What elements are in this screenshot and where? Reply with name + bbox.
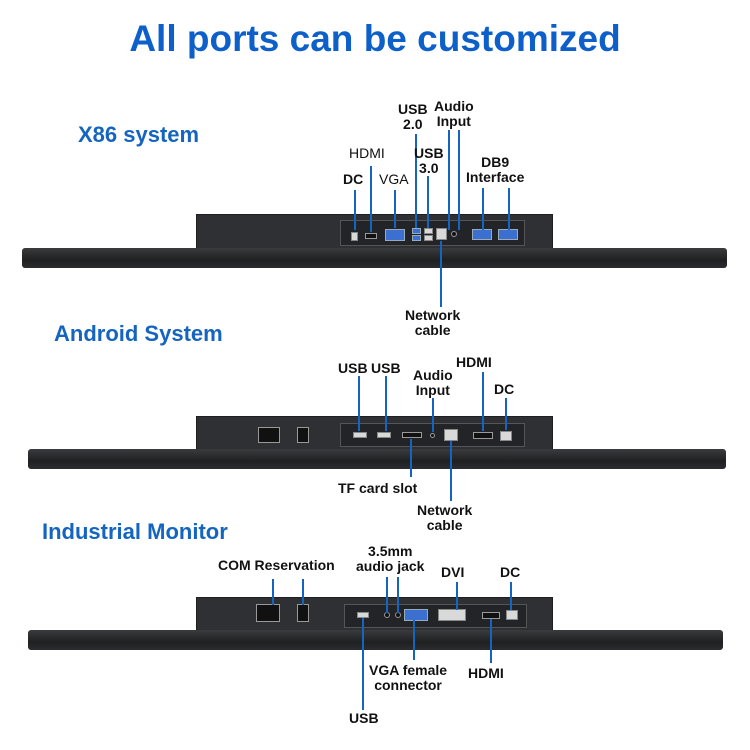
android-label-usb1: USB (338, 360, 368, 376)
x86-dc-leader (354, 190, 356, 230)
industrial-com-reservation-2 (297, 604, 309, 622)
x86-db9-leader-2 (508, 188, 510, 230)
x86-label-dc: DC (343, 171, 364, 187)
android-usb-port-2 (377, 432, 391, 438)
x86-audio-port (451, 231, 457, 237)
x86-label-usb20: USB 2.0 (398, 101, 428, 132)
x86-db9-leader-1 (482, 188, 484, 230)
x86-db9-port-1 (472, 229, 492, 240)
industrial-dvi-leader (456, 582, 458, 610)
android-audio-port (430, 433, 435, 438)
industrial-dc-leader (510, 582, 512, 610)
x86-usb20-port-1 (412, 228, 421, 234)
x86-label-usb30: USB 3.0 (414, 145, 444, 176)
x86-label-network: Network cable (405, 307, 461, 338)
industrial-dvi-port (438, 609, 466, 621)
android-usb1-leader (358, 376, 360, 431)
industrial-monitor-bezel (28, 630, 723, 650)
x86-usb30-port-2 (424, 235, 433, 241)
industrial-label-audio: 3.5mm audio jack (356, 543, 425, 574)
industrial-com-leader-1 (272, 579, 274, 605)
android-label-dc: DC (494, 381, 515, 397)
x86-network-leader (440, 241, 442, 307)
industrial-com-leader-2 (302, 579, 304, 605)
x86-usb20-leader (415, 134, 417, 228)
section-heading-android: Android System (54, 321, 223, 346)
section-heading-industrial: Industrial Monitor (42, 519, 228, 544)
x86-label-audio: Audio Input (434, 98, 474, 129)
android-label-usb2: USB (371, 360, 401, 376)
android-monitor-bezel (28, 449, 726, 469)
x86-usb20-port-2 (412, 235, 421, 241)
industrial-label-dvi: DVI (441, 564, 465, 580)
android-hdmi-leader (482, 372, 484, 431)
android-audio-leader (432, 398, 434, 432)
android-rear-cover-1 (258, 427, 280, 443)
x86-label-hdmi: HDMI (349, 145, 385, 161)
industrial-label-com: COM Reservation (218, 557, 335, 573)
android-hdmi-port (473, 432, 493, 439)
industrial-label-dc: DC (500, 564, 521, 580)
x86-network-port (436, 228, 447, 240)
industrial-hdmi-leader (490, 619, 492, 663)
android-tf-slot (402, 432, 422, 438)
x86-monitor-bezel (22, 248, 727, 268)
android-label-network: Network cable (417, 502, 473, 533)
industrial-label-hdmi: HDMI (468, 665, 504, 681)
x86-audio-leader (448, 130, 450, 230)
android-network-leader (450, 441, 452, 501)
x86-label-db9: DB9 Interface (466, 154, 525, 185)
industrial-usb-port (357, 612, 369, 618)
x86-hdmi-port (365, 233, 377, 239)
industrial-audio-leader-1 (386, 577, 388, 613)
android-tf-leader (410, 439, 412, 477)
android-label-hdmi: HDMI (456, 354, 492, 370)
industrial-usb-leader (362, 618, 364, 710)
android-label-tf: TF card slot (338, 480, 418, 496)
android-usb-port-1 (353, 432, 367, 438)
industrial-hdmi-port (482, 612, 500, 619)
x86-db9-port-2 (498, 229, 518, 240)
x86-hdmi-leader (370, 166, 372, 232)
industrial-audio-leader-2 (397, 577, 399, 613)
industrial-com-reservation-1 (256, 604, 280, 622)
android-network-port (444, 429, 458, 441)
x86-label-vga: VGA (379, 171, 409, 187)
industrial-vga-port (404, 609, 428, 621)
section-heading-x86: X86 system (78, 122, 200, 147)
x86-audio-leader-2 (458, 130, 460, 230)
industrial-vga-leader (413, 620, 415, 660)
x86-dc-port (351, 232, 358, 241)
industrial-label-vga: VGA female connector (369, 662, 448, 693)
page-title: All ports can be customized (129, 18, 621, 59)
android-label-audio: Audio Input (413, 367, 453, 398)
android-dc-port (500, 431, 512, 441)
x86-usb30-port-1 (424, 228, 433, 234)
x86-usb30-leader (427, 176, 429, 228)
x86-vga-port (385, 229, 405, 241)
android-usb2-leader (385, 376, 387, 431)
x86-vga-leader (394, 190, 396, 228)
android-rear-cover-2 (297, 427, 309, 443)
industrial-label-usb: USB (349, 710, 379, 726)
industrial-dc-port (506, 610, 518, 620)
android-dc-leader (505, 398, 507, 430)
